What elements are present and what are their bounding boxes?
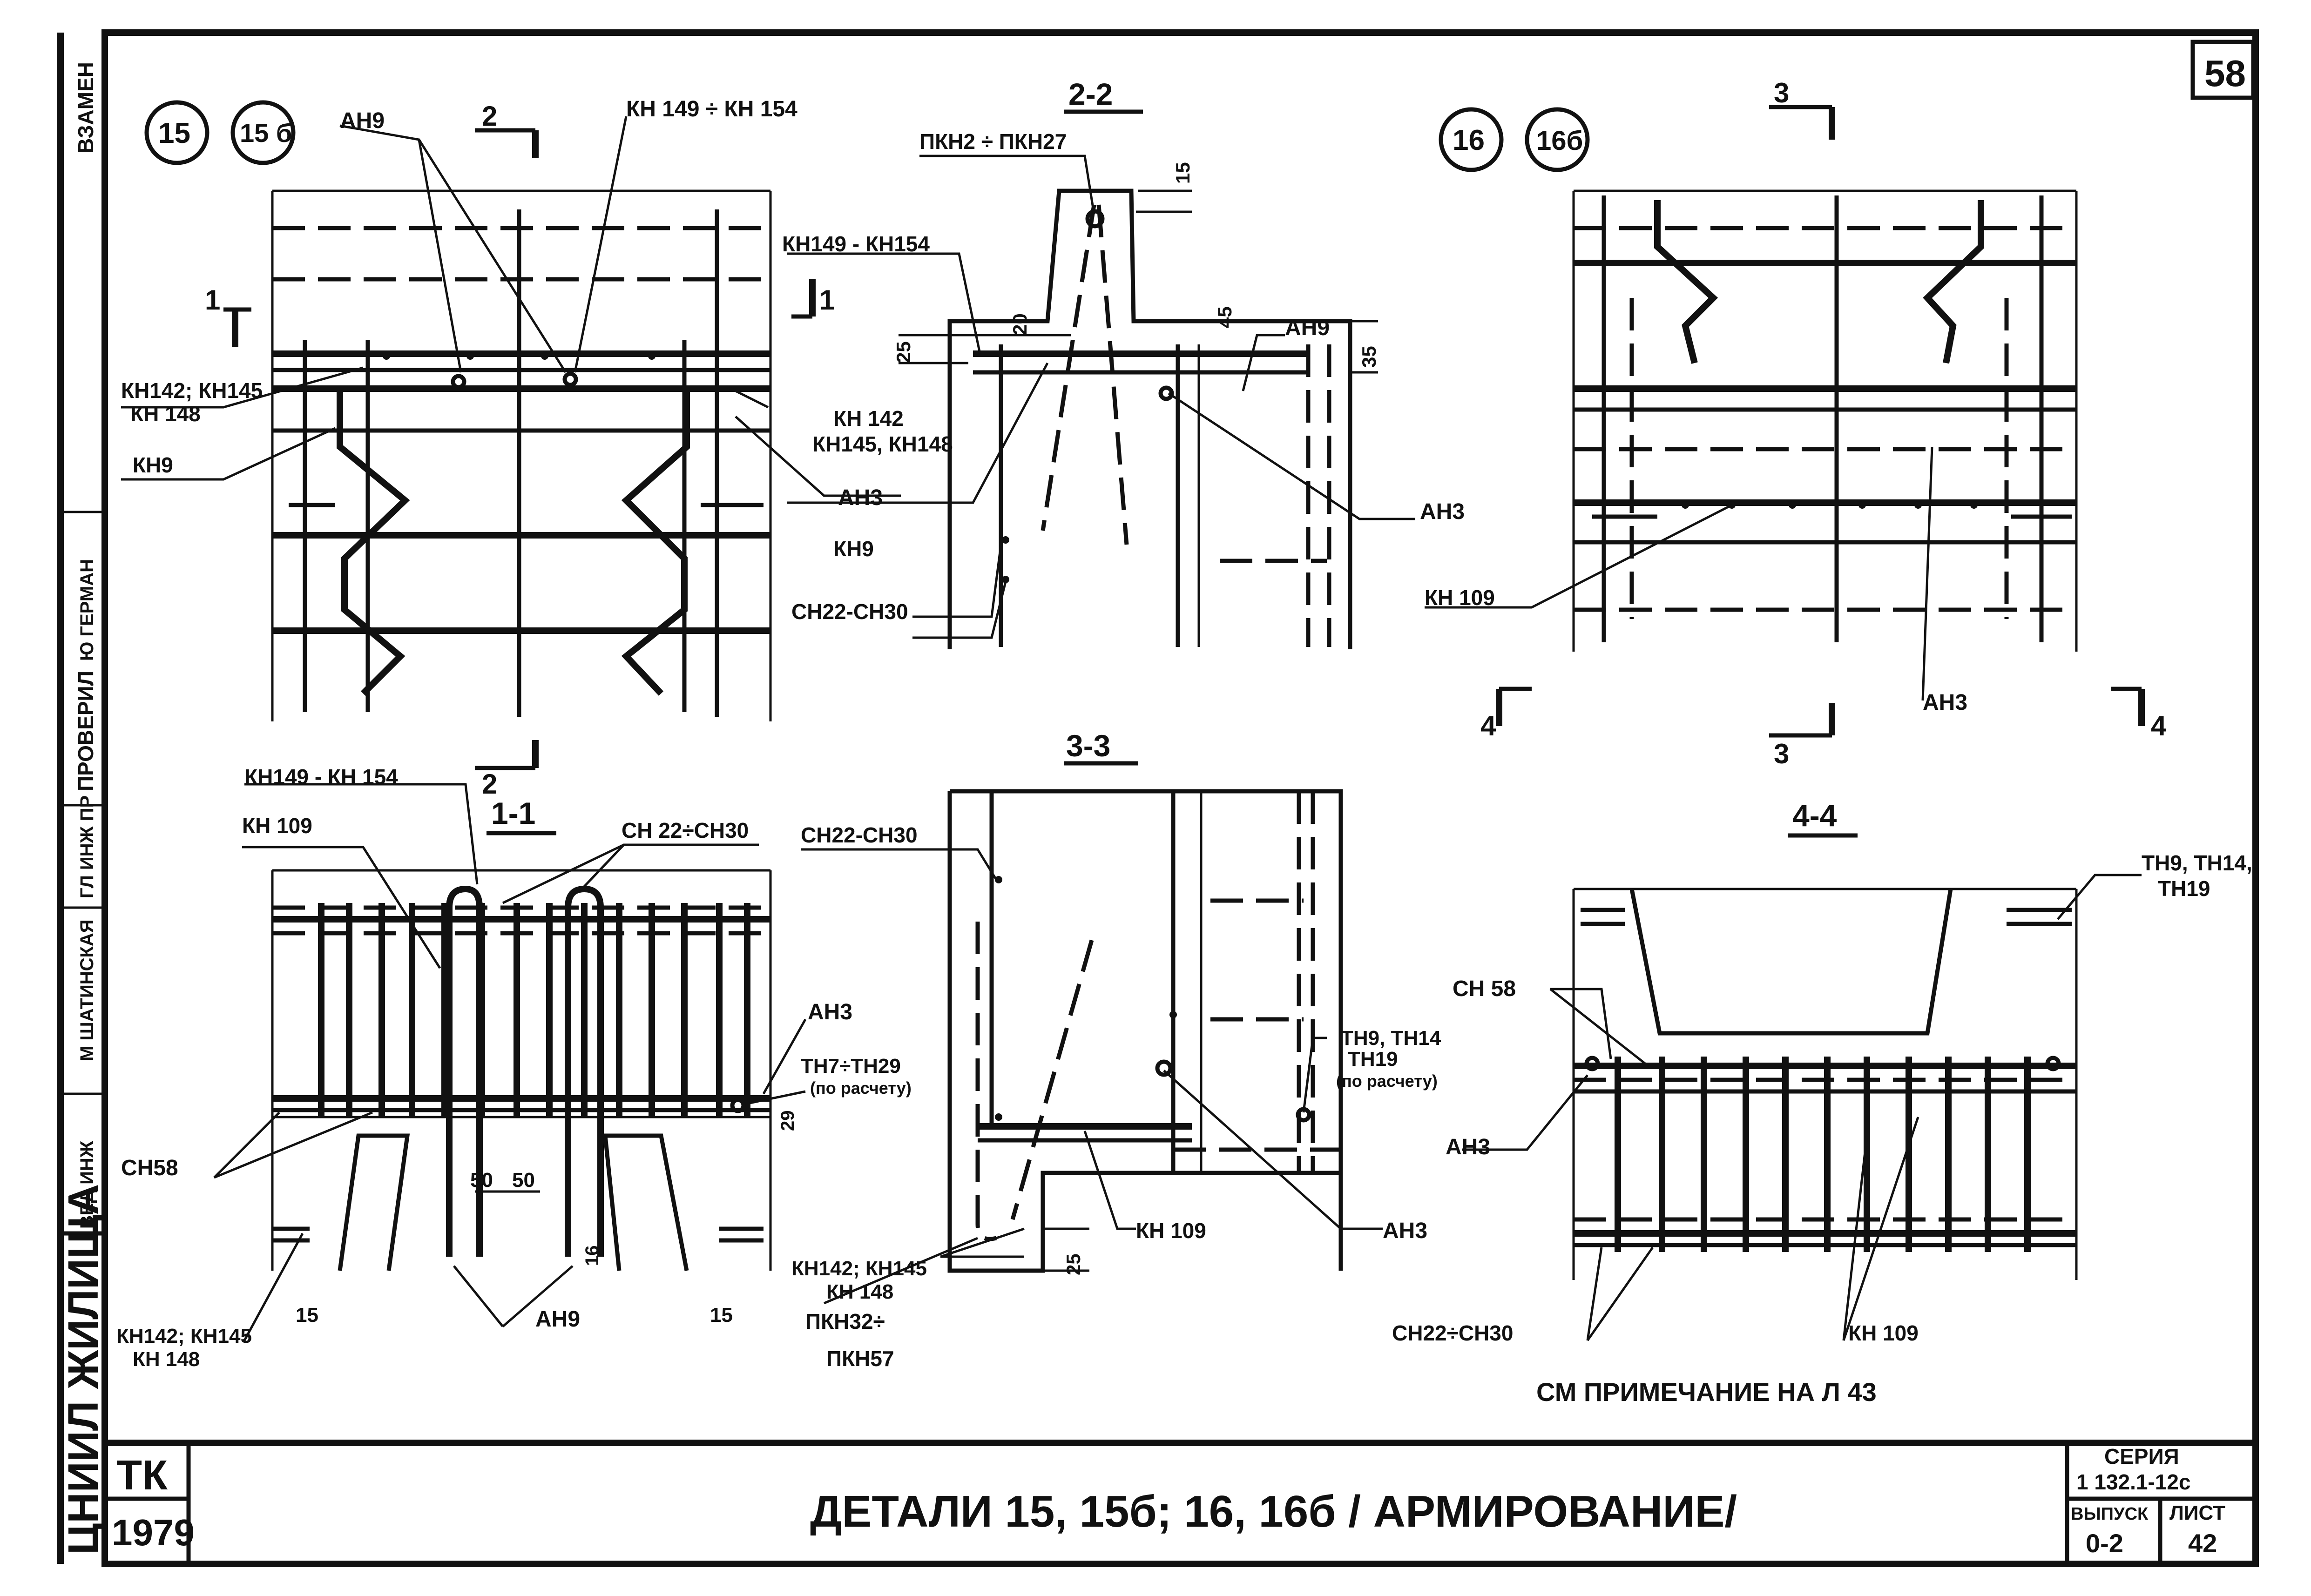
label-an3-1-1: АН3 [808,1000,852,1024]
section-4-4-title: 4-4 [1792,798,1837,833]
label-kn9-2-2: КН9 [833,537,874,561]
label-by-calc-3-3: (по расчету) [1336,1071,1438,1091]
replaced-label: ВЗАМЕН [74,62,98,154]
series-label: СЕРИЯ [2104,1444,2179,1468]
label-kn109-3-3: КН 109 [1136,1219,1206,1243]
label-kn149-154-1-1: КН149 - КН 154 [244,765,398,789]
cut-3-top: 3 [1774,77,1789,108]
year: 1979 [112,1512,195,1553]
issue-value: 0-2 [2086,1529,2123,1558]
detail-15b-mark: 15 б [240,118,292,148]
label-sn22-30-3-3: СН22-СН30 [801,823,918,847]
section-2-2: 2-2 15 25 20 45 35 ПКН2 [782,77,1465,649]
cut-2-top: 2 [482,101,497,132]
section-2-2-title: 2-2 [1068,77,1113,111]
series-value: 1 132.1-12с [2076,1470,2191,1494]
section-3-3: 3-3 25 СН22-СН30 ТН9, ТН14 ТН19 ( [791,728,1441,1371]
dim-25-2-2: 25 [892,341,914,363]
dim-15-1-1-left: 15 [296,1304,318,1327]
label-tn19-3-3: ТН19 [1348,1048,1398,1071]
cut-2-bottom: 2 [482,768,497,800]
stamp-name-german: Ю ГЕРМАН [77,559,97,661]
label-kn148-1-1: КН 148 [133,1348,200,1371]
section-3-3-title: 3-3 [1066,728,1110,763]
sheet-title: ДЕТАЛИ 15, 15б; 16, 16б / АРМИРОВАНИЕ/ [810,1487,1737,1536]
detail-16-plan: 16 16б 3 3 4 4 [1425,77,2167,769]
label-an9-2-2: АН9 [1285,316,1330,340]
stamp-checked: ПРОВЕРИЛ [74,671,98,791]
stirrups-4-4 [1615,1057,2031,1252]
label-sn22-30-2-2: СН22-СН30 [791,599,908,624]
dim-15-2-2: 15 [1172,162,1194,184]
label-kn149-154-top: КН 149 ÷ КН 154 [626,97,797,121]
dim-25-3-3: 25 [1062,1253,1084,1275]
label-an9-1-1: АН9 [535,1307,580,1332]
dim-50-a: 50 [470,1169,493,1192]
label-an3-3-3: АН3 [1383,1219,1427,1243]
label-pkn32: ПКН32÷ [805,1309,885,1333]
label-sn22-30-4-4: СН22÷СН30 [1392,1321,1513,1345]
label-kn149-154-2-2: КН149 - КН154 [782,232,930,256]
list-label: ЛИСТ [2169,1502,2225,1524]
label-an3-4-4: АН3 [1446,1135,1490,1159]
label-kn142-145-3-3: КН142; КН145 [791,1257,927,1280]
detail-15-plan: 15 15 б 2 2 1 [121,97,953,800]
stamp-chief-eng: ГЛ ИНЖ ПР [77,795,97,898]
label-kn109-4-4: КН 109 [1848,1321,1919,1345]
cut-4-left: 4 [1480,710,1496,741]
label-kn148-3-3: КН 148 [826,1280,893,1303]
label-sn58-1-1: СН58 [121,1156,178,1180]
label-an3-16: АН3 [1923,690,1967,715]
detail-16b-mark: 16б [1536,126,1583,156]
detail-15-mark: 15 [158,117,190,149]
dim-35-2-2: 35 [1358,346,1380,368]
label-an3-2-2: АН3 [1420,499,1465,524]
label-kn148-top: КН 148 [130,402,201,426]
dim-29-1-1: 29 [777,1111,798,1131]
label-kn109-16: КН 109 [1425,586,1495,610]
sheet-frame [57,29,2259,1567]
section-1-1: 1-1 [116,765,912,1371]
label-kn145-148-right: КН145, КН148 [812,432,953,456]
cut-1-right: 1 [819,284,835,316]
label-tn9-14-19: ТН9, ТН14, [2142,851,2252,875]
stamp-name-shatinskaya: М ШАТИНСКАЯ [77,919,97,1061]
side-stamp: ВЗАМЕН ПРОВЕРИЛ Ю ГЕРМАН ГЛ ИНЖ ПР М ШАТ… [60,62,107,1555]
sheet-number: 58 [2204,53,2246,94]
dim-50-b: 50 [512,1169,535,1192]
general-note: СМ ПРИМЕЧАНИЕ НА Л 43 [1536,1377,1877,1407]
stamp-lead-eng: ВЕД ИНЖ [77,1140,97,1229]
label-sn22-30-1-1: СН 22÷СН30 [622,818,749,842]
section-4-4: 4-4 [1392,798,2252,1345]
label-by-calc-1-1: (по расчету) [810,1078,912,1098]
label-sn58-4-4: СН 58 [1453,976,1516,1001]
label-pkn57: ПКН57 [826,1347,894,1371]
dim-45-2-2: 45 [1214,306,1236,328]
cut-1-left: 1 [205,284,220,316]
list-value: 42 [2188,1529,2217,1558]
tk-mark: ТК [116,1452,168,1499]
label-an3-top: АН3 [838,485,883,510]
dim-20-2-2: 20 [1009,313,1031,335]
cut-4-right: 4 [2151,710,2167,741]
label-an9-top: АН9 [340,108,385,133]
label-kn9-top: КН9 [133,453,173,477]
dim-16-1-1: 16 [582,1246,602,1266]
section-1-1-title: 1-1 [491,796,535,830]
detail-16-mark: 16 [1453,124,1485,156]
label-tn7-29: ТН7÷ТН29 [801,1055,901,1077]
label-tn19-4-4: ТН19 [2158,876,2210,901]
label-kn142-145-1-1: КН142; КН145 [116,1325,252,1347]
label-tn9-14-3-3: ТН9, ТН14 [1341,1027,1441,1050]
label-kn142-right: КН 142 [833,406,904,431]
dim-15-1-1-right: 15 [710,1304,733,1327]
org-name: ЦНИИЛ ЖИЛИЩА [60,1184,107,1555]
label-kn142-145-top: КН142; КН145 [121,378,263,403]
cut-3-bottom: 3 [1774,738,1789,769]
issue-label: ВЫПУСК [2071,1504,2149,1524]
title-block: ТК 1979 ДЕТАЛИ 15, 15б; 16, 16б / АРМИРО… [112,1444,2225,1558]
label-pkn2-27: ПКН2 ÷ ПКН27 [919,129,1067,154]
label-kn109-1-1: КН 109 [242,814,312,838]
